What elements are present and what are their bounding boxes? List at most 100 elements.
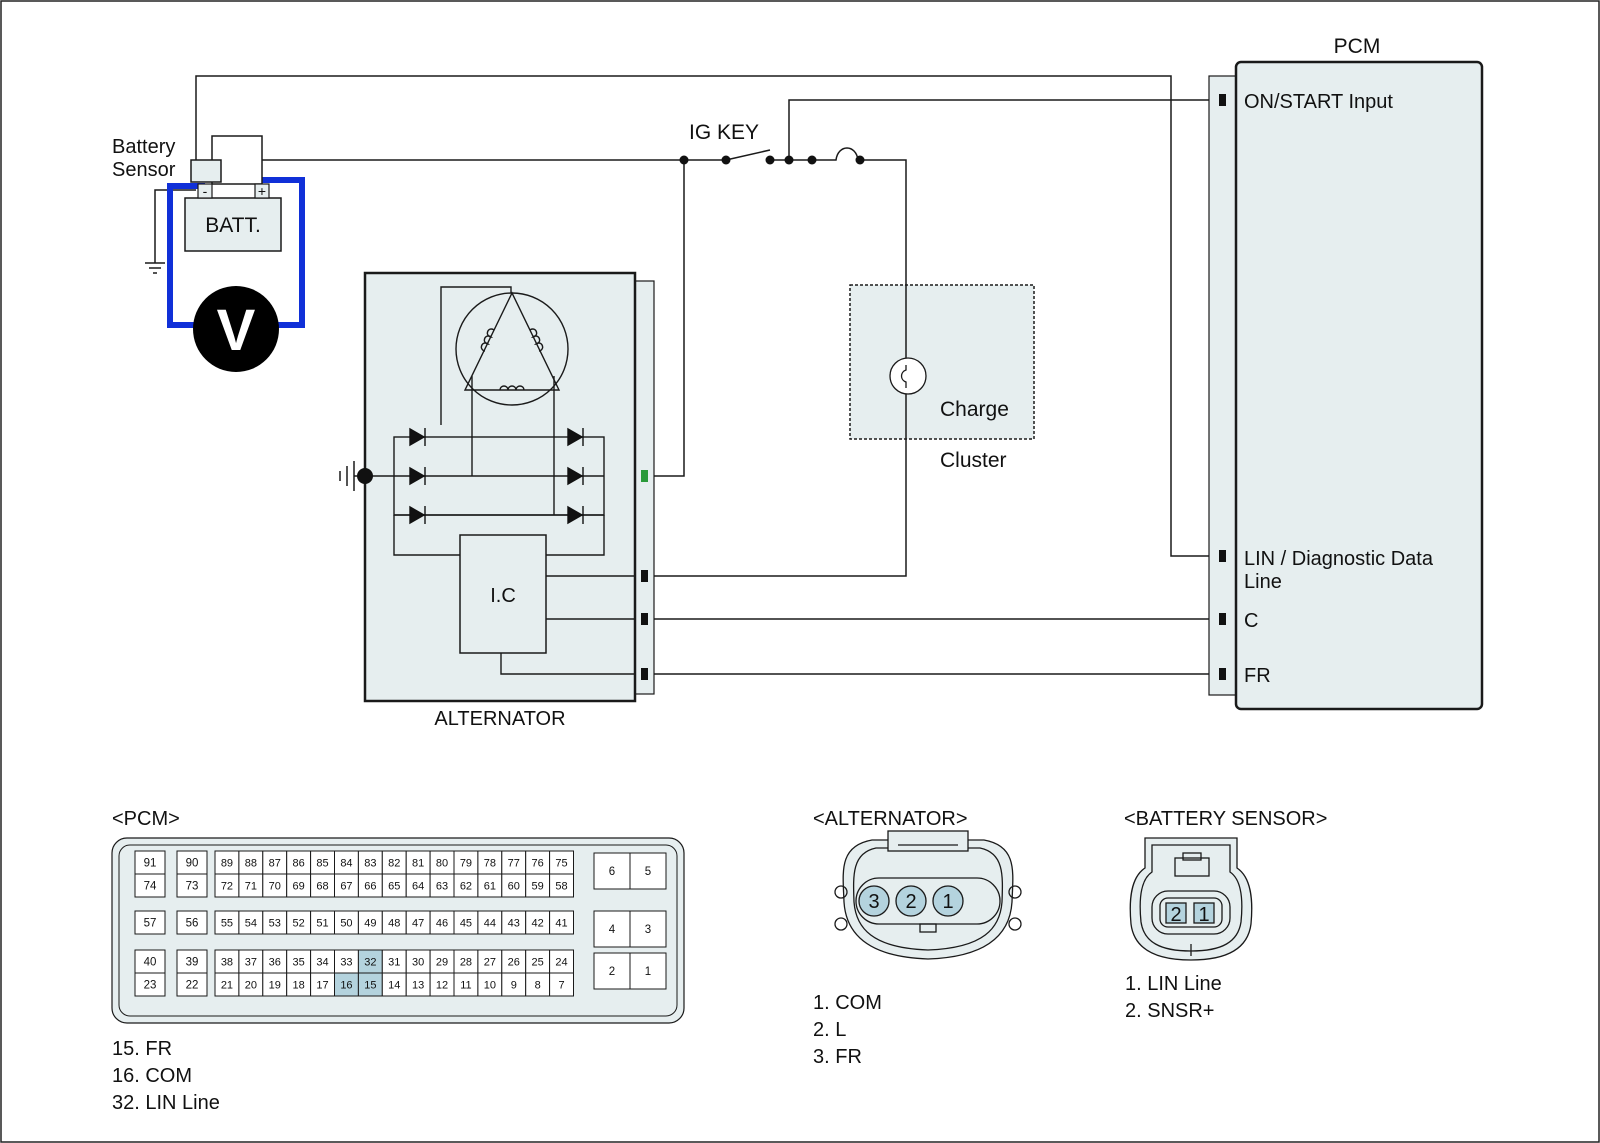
lamp-filament [900,365,907,388]
pcm-pin-number: 18 [293,980,305,992]
alternator-connector-hole [1008,885,1022,899]
pcm-pin-cell [593,952,631,990]
voltmeter-icon [193,286,279,372]
pcm-pin-number: 75 [555,858,567,870]
pcm-pin-number: 35 [293,957,305,969]
alternator-connector-inner [852,847,1004,951]
pcm-pin-number: 80 [436,858,448,870]
pcm-pin-number: 85 [316,858,328,870]
pcm-pin-number: 82 [388,858,400,870]
alternator-pin-2 [895,885,927,917]
pcm-pin-number: 34 [316,957,328,969]
pcm-pin-number: 86 [293,858,305,870]
battery-label: BATT. [205,214,261,237]
pcm-pin-cell [549,910,574,935]
wires [145,75,1221,675]
stator-lead-left [440,286,512,425]
battery-sensor-connector-title: <BATTERY SENSOR> [1124,808,1327,830]
battery-sensor-connector-latch [1174,857,1210,877]
pcm-pin-list-item: 32. LIN Line [112,1092,220,1114]
alternator-pin-number: 2 [905,891,916,913]
pcm-connector-title: <PCM> [112,808,180,830]
charge-label: Charge [940,398,1009,421]
ic-terminal-fr [500,653,635,675]
alternator-label: ALTERNATOR [434,708,565,730]
pcm-lin-label-line1: LIN / Diagnostic Data [1244,548,1434,570]
pcm-pin-cell [629,852,667,890]
pcm-pin-number: 6 [609,866,615,878]
ig-key-label: IG KEY [689,121,759,144]
pcm-pin-fr [1219,668,1226,680]
pcm-pin-number: 53 [269,918,281,930]
pcm-pin-lin [1219,550,1226,562]
alternator-connector-hole [1008,917,1022,931]
rectifier-diodes [409,427,584,525]
meter-lead-positive [258,177,305,328]
battery-sensor-connector-cavity-inner [1159,897,1223,928]
pcm-pin-number: 77 [508,858,520,870]
pcm-pin-number: 68 [316,881,328,893]
pcm-pin-number: 1 [645,966,651,978]
pcm-pin-number: 27 [484,957,496,969]
pcm-pin-cell [629,910,667,948]
cluster-box [849,284,1035,440]
pcm-pin-number: 58 [555,881,567,893]
alternator-ground-icon [339,461,357,491]
pcm-pin-number: 81 [412,858,424,870]
pcm-pin-number: 62 [460,881,472,893]
pcm-connector-strip [1208,75,1238,696]
pcm-pin-on-start [1219,94,1226,106]
battery-minus-sign: - [203,183,208,199]
wire-lin-line [195,75,1221,557]
pcm-pin-number: 17 [316,980,328,992]
pcm-pin-number: 52 [293,918,305,930]
pcm-pin-cell [134,910,166,935]
pcm-pin-number: 50 [340,918,352,930]
pcm-pin-number: 73 [186,881,199,893]
battery-negative-terminal [197,183,213,199]
pcm-pin-number: 4 [609,924,616,936]
pcm-c-label: C [1244,610,1258,632]
alternator-pin-list-item: 3. FR [813,1046,862,1068]
pcm-pin-number: 59 [532,881,544,893]
ig-key-switch-blade [725,149,771,161]
pcm-pin-number: 48 [388,918,400,930]
voltage-regulator-ic [459,534,547,654]
stator-delta [463,291,561,391]
pcm-pin-number: 47 [412,918,424,930]
pcm-pin-number: 24 [555,957,567,969]
alternator-pin-list-item: 2. L [813,1019,846,1041]
pcm-pin-cell [593,910,631,948]
battery-sensor-connector-latch-tab [1182,852,1202,861]
ic-bridge-link [546,515,605,556]
diode-icon [567,466,584,486]
cluster-label: Cluster [940,449,1007,472]
pcm-on-start-label: ON/START Input [1244,91,1393,113]
pcm-pin-number: 60 [508,881,520,893]
pcm-pin-number: 71 [245,881,257,893]
ig-key-contact [721,155,731,165]
pcm-pin-cell [549,873,574,898]
pcm-pin-number: 90 [186,858,199,870]
pcm-pin-number: 16 [340,980,352,992]
alternator-connector-key [919,923,937,933]
battery-plus-sign: + [258,183,266,199]
pcm-connector-inner [118,844,678,1017]
pcm-pin-number: 25 [532,957,544,969]
pcm-pin-cell [176,910,208,935]
pcm-pin-number: 78 [484,858,496,870]
ic-label: I.C [490,585,516,607]
pcm-pin-number: 14 [388,980,400,992]
battery-sensor-body [190,159,222,183]
junction-dot [784,155,794,165]
pcm-pin-number: 87 [269,858,281,870]
alternator-terminal-b [641,470,648,482]
alternator-connector-strip [633,280,655,695]
battery-sensor-label-line1: Battery [112,136,175,158]
pcm-pin-number: 38 [221,957,233,969]
alternator-connector-latch [887,830,969,852]
pcm-pin-number: 61 [484,881,496,893]
pcm-title: PCM [1334,35,1381,58]
